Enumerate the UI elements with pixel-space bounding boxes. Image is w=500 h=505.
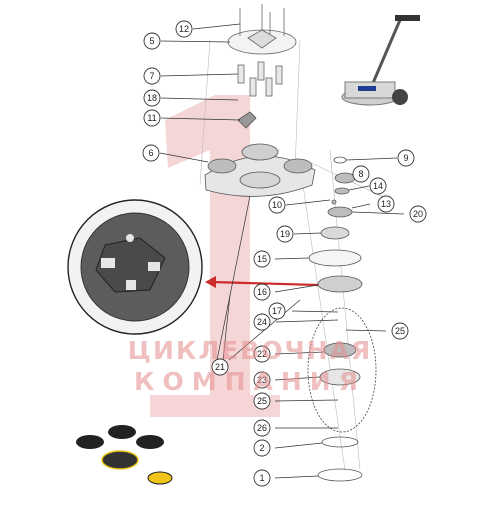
callout-circle [377,195,395,213]
callout-2: 2 [253,439,271,457]
callout-label: 26 [257,423,267,433]
callout-circle [409,205,427,223]
callout-label: 16 [257,287,267,297]
callout-circle [253,283,271,301]
callout-21: 21 [211,358,229,376]
callout-label: 13 [381,199,391,209]
watermark-line-2: КОМПАНИЯ [134,367,366,396]
floor-machine-image [341,15,420,106]
callout-circle [143,109,161,127]
callout-label: 17 [272,306,282,316]
callout-circle [253,345,271,363]
callout-14: 14 [369,177,387,195]
callout-label: 23 [257,375,267,385]
pad-set-image [76,425,173,485]
callout-label: 24 [257,317,267,327]
detail-arrow [205,276,319,288]
spacers [237,61,283,97]
callout-25: 25 [391,322,409,340]
callout-label: 14 [373,181,383,191]
pads [308,226,363,293]
callout-label: 21 [215,362,225,372]
callout-label: 25 [257,396,267,406]
callout-circle [253,439,271,457]
callout-circle [276,225,294,243]
callout-circle [253,419,271,437]
callout-circle [253,392,271,410]
callout-circle [268,302,286,320]
callout-18: 18 [143,89,161,107]
callout-label: 2 [259,443,264,453]
callout-20: 20 [409,205,427,223]
callout-16: 16 [253,283,271,301]
callout-label: 1 [259,473,264,483]
callout-22: 22 [253,345,271,363]
callout-1: 1 [253,469,271,487]
detail-view [67,199,203,335]
lower-parts [317,342,363,482]
callout-7: 7 [143,67,161,85]
top-plate [227,4,297,55]
callout-label: 18 [147,93,157,103]
exploded-group-outline [307,307,377,433]
callout-circle [143,32,161,50]
callout-circle [253,469,271,487]
watermark-line-1: ЦИКЛЕВОЧНАЯ [127,336,373,365]
callout-6: 6 [142,144,160,162]
callout-25: 25 [253,392,271,410]
callout-circle [142,144,160,162]
callout-label: 6 [148,148,153,158]
right-parts [327,156,356,218]
callout-circle [211,358,229,376]
callout-label: 9 [403,153,408,163]
callout-label: 22 [257,349,267,359]
callout-12: 12 [175,20,193,38]
callout-circle [253,313,271,331]
callout-label: 15 [257,254,267,264]
callout-19: 19 [276,225,294,243]
callout-circle [143,89,161,107]
callout-label: 25 [395,326,405,336]
callout-8: 8 [352,165,370,183]
callout-23: 23 [253,371,271,389]
callout-circle [268,196,286,214]
callout-15: 15 [253,250,271,268]
callout-circle [391,322,409,340]
callout-9: 9 [397,149,415,167]
callout-10: 10 [268,196,286,214]
callout-label: 7 [149,71,154,81]
callout-circle [352,165,370,183]
callout-26: 26 [253,419,271,437]
callout-5: 5 [143,32,161,50]
callout-label: 5 [149,36,154,46]
gear-housing [204,143,316,197]
callout-label: 10 [272,200,282,210]
callout-11: 11 [143,109,161,127]
callout-17: 17 [268,302,286,320]
callout-13: 13 [377,195,395,213]
callout-label: 8 [358,169,363,179]
callout-circle [143,67,161,85]
callout-circle [253,250,271,268]
bracket-part [237,111,257,129]
callout-label: 11 [147,113,156,123]
callout-circle [369,177,387,195]
callout-circle [175,20,193,38]
callout-label: 12 [179,24,189,34]
callout-circle [253,371,271,389]
callout-24: 24 [253,313,271,331]
callout-label: 20 [413,209,423,219]
callout-label: 19 [280,229,290,239]
callout-circle [397,149,415,167]
